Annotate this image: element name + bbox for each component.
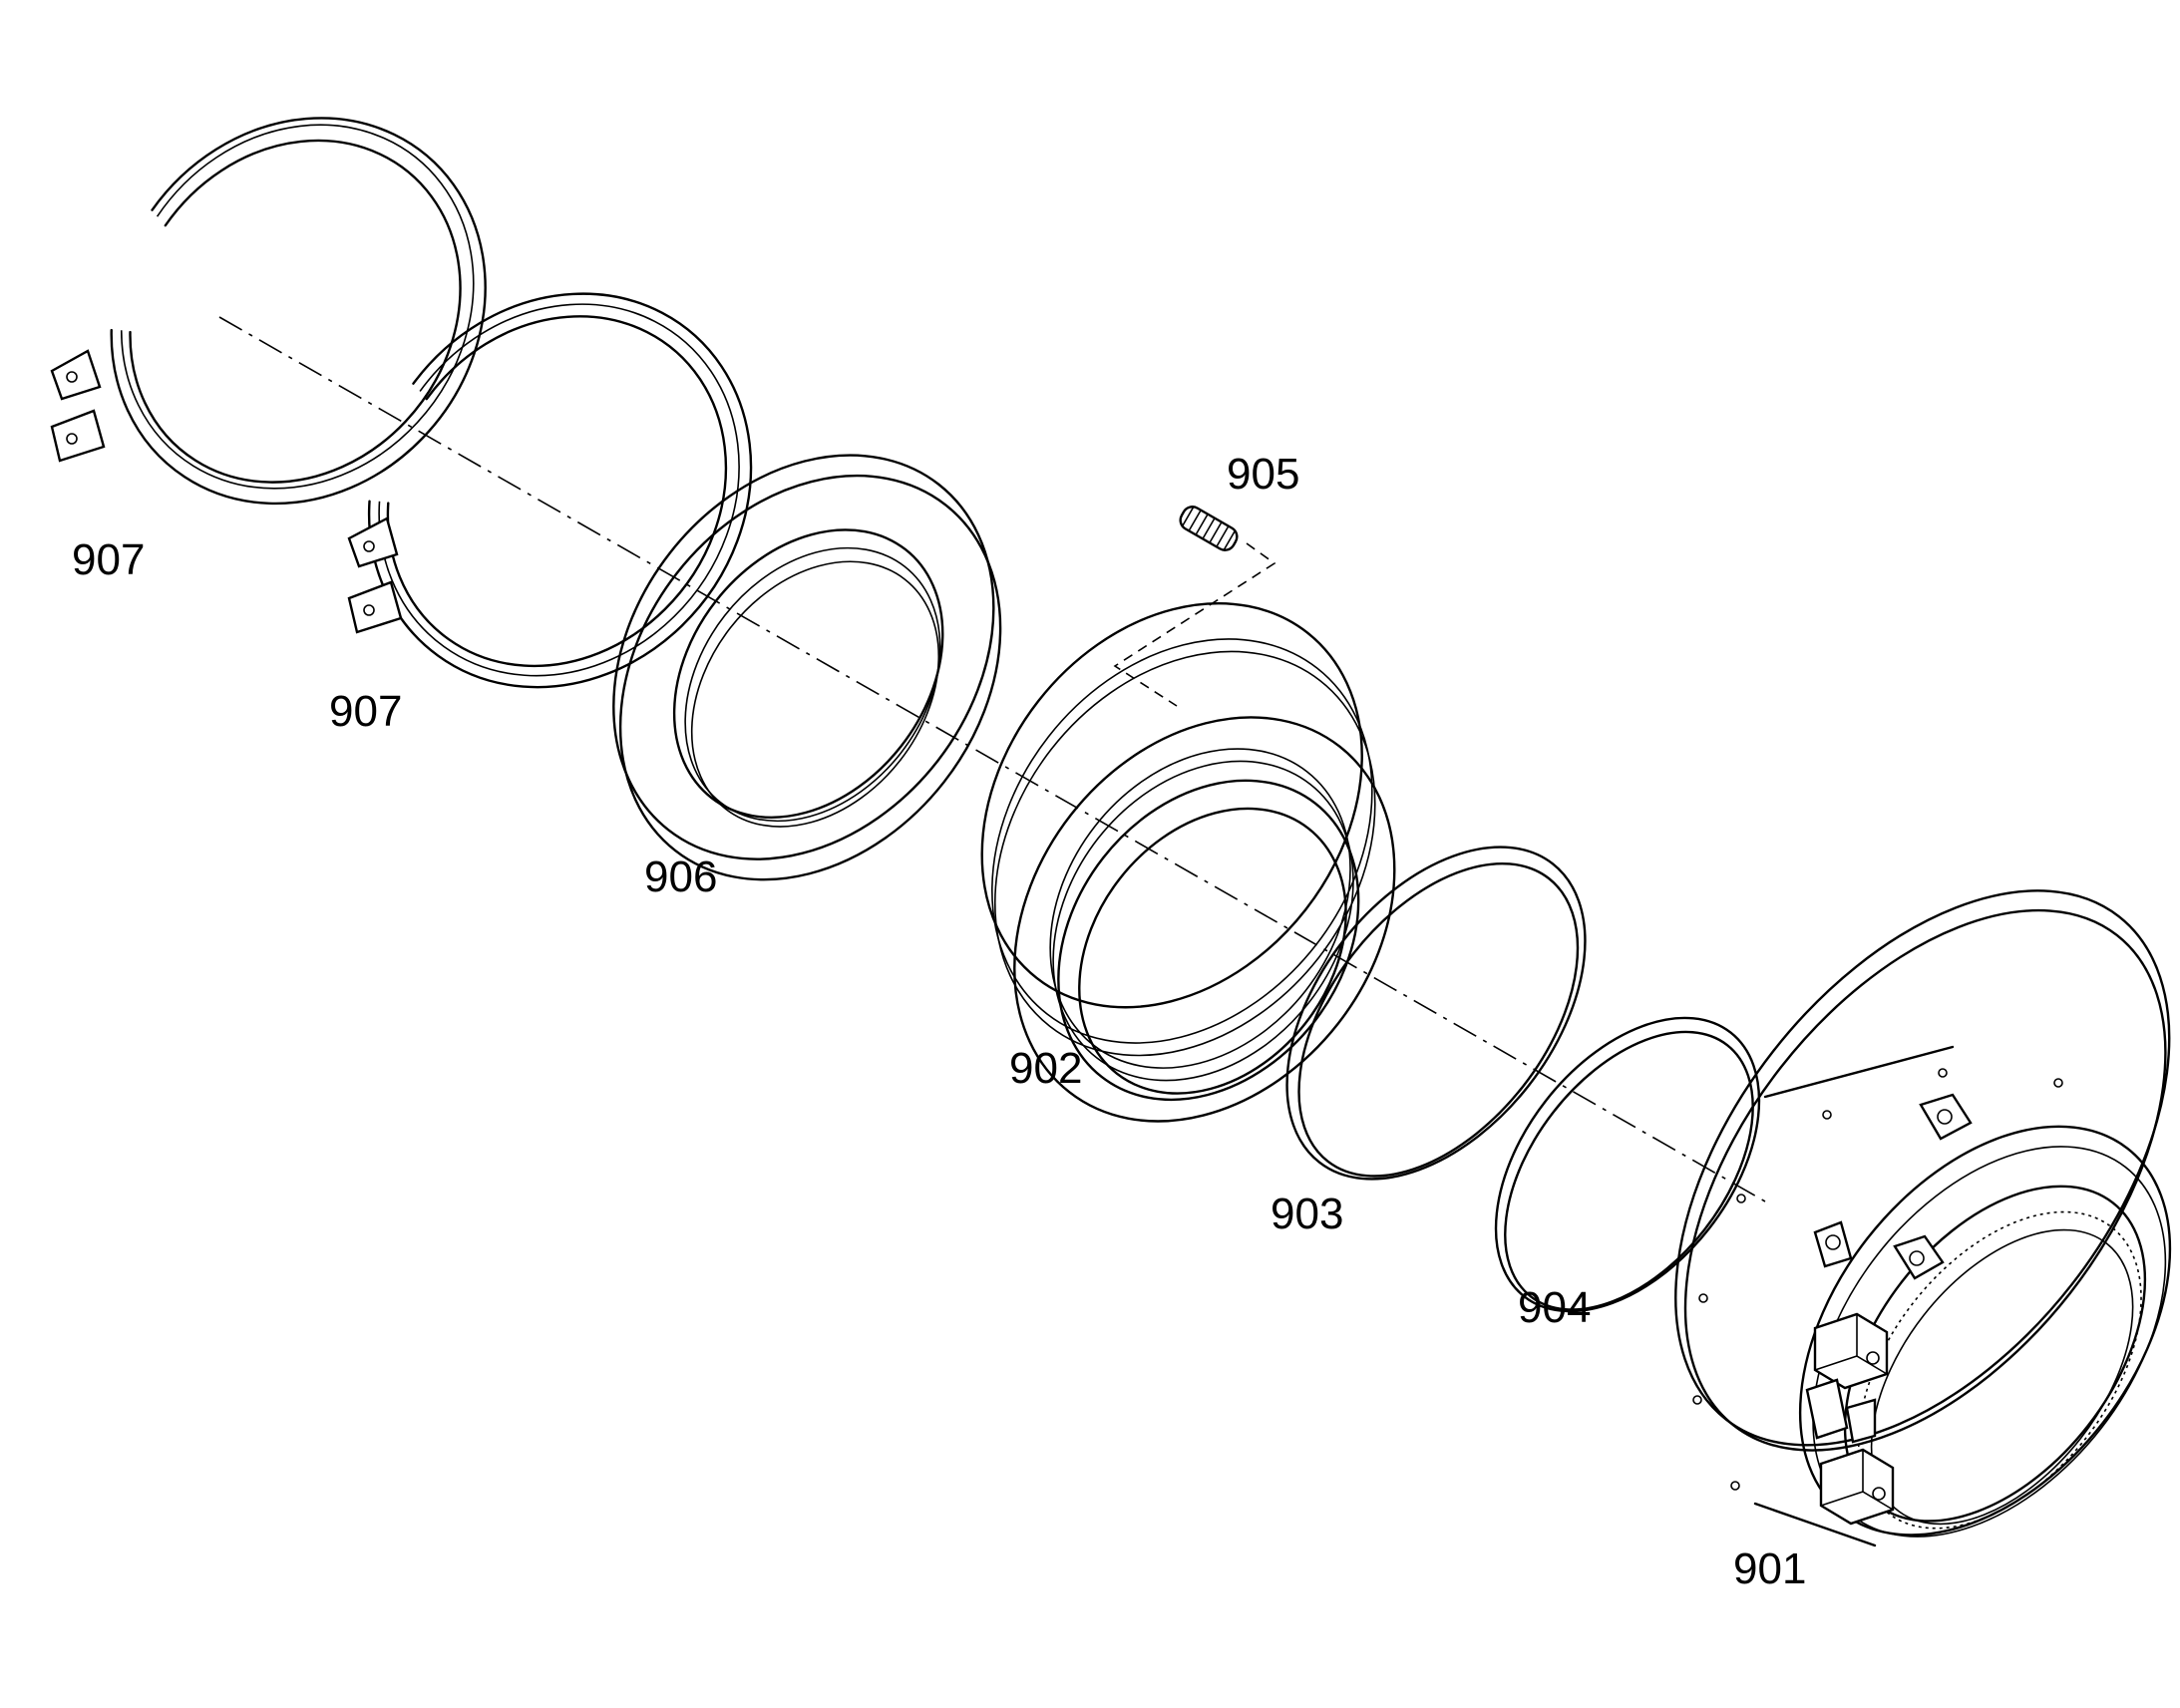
- callout-903: 903: [1271, 1190, 1343, 1238]
- callout-904: 904: [1518, 1283, 1591, 1332]
- assembly-centerline: [218, 316, 1766, 1202]
- callout-906: 906: [644, 853, 717, 901]
- callout-907-2: 907: [329, 687, 402, 736]
- callout-902: 902: [1009, 1044, 1082, 1093]
- part-902-piston: [980, 601, 1396, 1123]
- part-907-snap-ring-2: [347, 292, 753, 689]
- part-905-spring: [1113, 506, 1276, 707]
- callout-901: 901: [1733, 1544, 1806, 1593]
- part-906-thrust-washer: [612, 454, 1002, 881]
- callout-905: 905: [1227, 450, 1299, 499]
- part-903-o-ring: [1285, 846, 1587, 1181]
- part-901-housing: [1674, 889, 2172, 1547]
- callout-907-1: 907: [72, 535, 145, 584]
- part-907-snap-ring-1: [50, 117, 487, 506]
- part-904-o-ring: [1494, 1016, 1761, 1313]
